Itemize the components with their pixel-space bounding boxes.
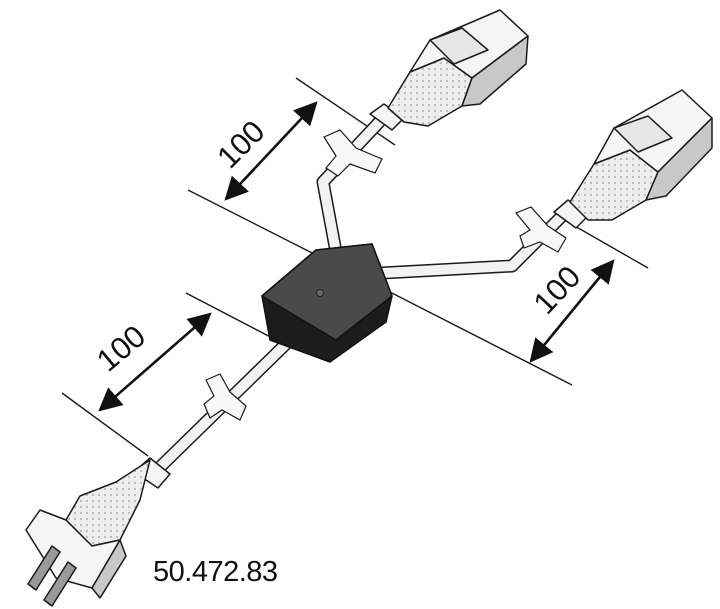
extension-line: [61, 392, 149, 457]
cable-markers: [203, 129, 567, 421]
part-number-label: 50.472.83: [153, 556, 278, 588]
dimension-label-input: 100: [90, 318, 152, 378]
euro-plug: [25, 457, 171, 607]
extension-line: [185, 292, 283, 344]
dimension-arrow-input: [98, 312, 212, 412]
dimension-label-right: 100: [527, 259, 588, 321]
extension-line: [385, 289, 573, 386]
cable-marker: [323, 129, 383, 177]
plug-pin: [43, 561, 77, 607]
right-iec-connector: [553, 89, 713, 229]
dimension-arrow-upper: [224, 101, 318, 201]
cable-marker: [515, 206, 567, 253]
dimension-arrows: [98, 101, 615, 412]
extension-line: [572, 224, 649, 269]
dimension-label-upper: 100: [210, 114, 271, 175]
dimension-arrow-right: [529, 259, 615, 363]
junction-screw-icon: [316, 289, 324, 297]
extension-line: [295, 77, 396, 146]
extension-lines: [61, 77, 649, 457]
cable-marker: [203, 373, 247, 421]
upper-iec-connector: [369, 9, 529, 131]
junction-box: [261, 243, 393, 363]
plug-pin: [27, 545, 61, 591]
extension-line: [187, 189, 323, 259]
